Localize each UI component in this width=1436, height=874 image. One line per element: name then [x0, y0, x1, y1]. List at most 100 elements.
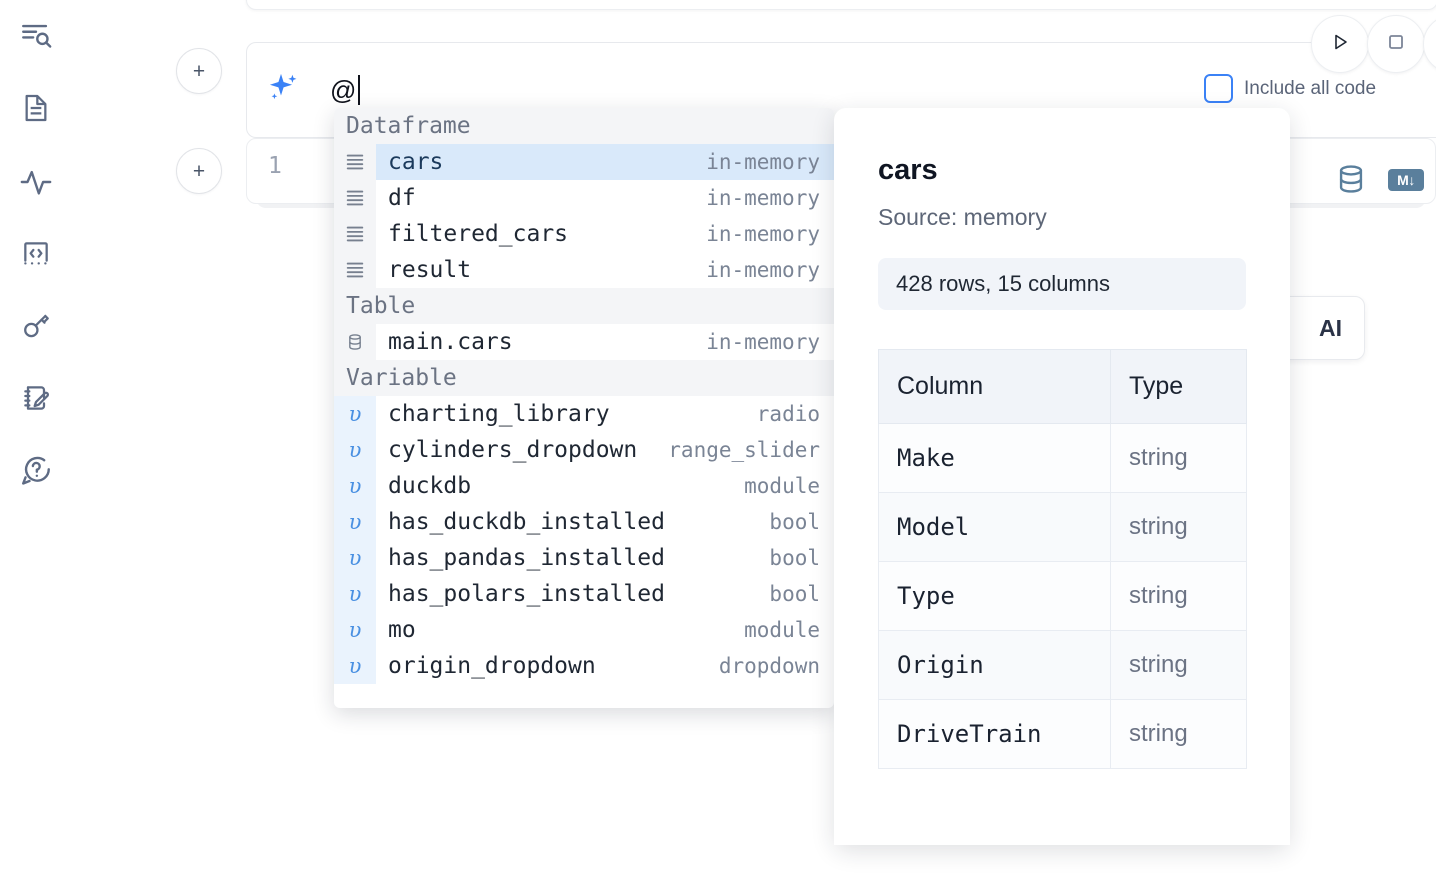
- dataframe-icon: [334, 252, 376, 288]
- autocomplete-item-name: filtered_cars: [388, 221, 569, 247]
- notebook-file-icon: [20, 92, 52, 124]
- schema-column-header: Column: [878, 349, 1111, 424]
- autocomplete-item[interactable]: result in-memory: [334, 252, 834, 288]
- stop-button[interactable]: [1367, 15, 1425, 73]
- schema-column-type: string: [1110, 423, 1247, 493]
- schema-table-header-row: Column Type: [878, 349, 1247, 424]
- detail-title: cars: [878, 154, 938, 186]
- autocomplete-item-name: result: [388, 257, 472, 283]
- autocomplete-item-type: in-memory: [706, 258, 820, 282]
- variable-icon: υ: [334, 468, 376, 504]
- sidebar-item-snippets[interactable]: [14, 232, 58, 276]
- explore-search-icon: [19, 19, 53, 53]
- schema-column-name: DriveTrain: [878, 699, 1111, 769]
- autocomplete-item-type: in-memory: [706, 330, 820, 354]
- autocomplete-item-name: cars: [388, 149, 444, 175]
- variable-icon: υ: [334, 648, 376, 684]
- code-line-number: 1: [268, 153, 282, 179]
- autocomplete-item-name: cylinders_dropdown: [388, 437, 638, 463]
- ai-prompt-input[interactable]: @: [330, 70, 360, 110]
- variable-icon: υ: [334, 396, 376, 432]
- ai-prompt-value: @: [330, 74, 357, 105]
- autocomplete-item-type: module: [744, 474, 820, 498]
- play-triangle-icon: [1328, 30, 1352, 59]
- schema-column-type: string: [1110, 630, 1247, 700]
- autocomplete-item-name: df: [388, 185, 416, 211]
- stop-square-icon: [1384, 30, 1408, 59]
- schema-column-name: Origin: [878, 630, 1111, 700]
- variable-icon: υ: [334, 432, 376, 468]
- autocomplete-item-type: dropdown: [718, 654, 820, 678]
- autocomplete-item[interactable]: cars in-memory: [334, 144, 834, 180]
- include-all-code-label: Include all code: [1244, 77, 1377, 99]
- autocomplete-item[interactable]: filtered_cars in-memory: [334, 216, 834, 252]
- schema-column-type: string: [1110, 492, 1247, 562]
- ai-hint-card-label: AI: [1319, 314, 1342, 341]
- autocomplete-group-header: Variable: [334, 360, 834, 396]
- sidebar-item-scratchpad[interactable]: [14, 376, 58, 420]
- schema-column-name: Make: [878, 423, 1111, 493]
- table-icon: [334, 324, 376, 360]
- autocomplete-item-type: in-memory: [706, 222, 820, 246]
- variable-icon: υ: [334, 504, 376, 540]
- ai-sparkle-icon: [266, 70, 302, 106]
- autocomplete-item-type: bool: [769, 582, 820, 606]
- sidebar-item-explore[interactable]: [14, 14, 58, 58]
- detail-shape-badge: 428 rows, 15 columns: [878, 258, 1246, 310]
- secrets-key-icon: [20, 310, 52, 342]
- autocomplete-item-name: origin_dropdown: [388, 653, 596, 679]
- text-caret: [357, 75, 360, 105]
- sidebar-item-help[interactable]: [14, 448, 58, 492]
- autocomplete-item[interactable]: υ origin_dropdown dropdown: [334, 648, 834, 684]
- autocomplete-group-header: Table: [334, 288, 834, 324]
- detail-panel-bottom-mask: [834, 808, 1290, 845]
- scratchpad-edit-icon: [20, 382, 52, 414]
- sidebar-item-activity[interactable]: [14, 160, 58, 204]
- markdown-icon[interactable]: M↓: [1388, 169, 1424, 191]
- dataframe-icon: [334, 216, 376, 252]
- add-cell-button-bottom[interactable]: +: [176, 148, 222, 194]
- include-all-code-checkbox[interactable]: [1204, 74, 1233, 103]
- schema-type-header: Type: [1110, 349, 1247, 424]
- sidebar-item-secrets[interactable]: [14, 304, 58, 348]
- help-question-icon: [19, 453, 53, 487]
- autocomplete-item-name: duckdb: [388, 473, 472, 499]
- autocomplete-item-type: module: [744, 618, 820, 642]
- plus-icon: +: [192, 59, 206, 83]
- autocomplete-item-type: radio: [756, 402, 820, 426]
- include-all-code-toggle[interactable]: Include all code: [1204, 74, 1376, 103]
- previous-cell-card: [246, 0, 1436, 10]
- sidebar-item-files[interactable]: [14, 86, 58, 130]
- autocomplete-item-name: has_polars_installed: [388, 581, 665, 607]
- add-cell-button-top[interactable]: +: [176, 48, 222, 94]
- sidebar-rail: [0, 0, 72, 874]
- variable-icon: υ: [334, 612, 376, 648]
- variable-icon: υ: [334, 576, 376, 612]
- detail-source: Source: memory: [878, 204, 1047, 230]
- database-icon[interactable]: [1334, 162, 1368, 196]
- dataframe-icon: [334, 180, 376, 216]
- autocomplete-item-type: in-memory: [706, 150, 820, 174]
- activity-pulse-icon: [19, 165, 53, 199]
- schema-column-type: string: [1110, 561, 1247, 631]
- autocomplete-item-type: bool: [769, 546, 820, 570]
- autocomplete-item-name: has_duckdb_installed: [388, 509, 665, 535]
- autocomplete-item[interactable]: υ has_polars_installed bool: [334, 576, 834, 612]
- run-button[interactable]: [1311, 15, 1369, 73]
- completion-detail-panel: cars Source: memory 428 rows, 15 columns…: [834, 108, 1290, 845]
